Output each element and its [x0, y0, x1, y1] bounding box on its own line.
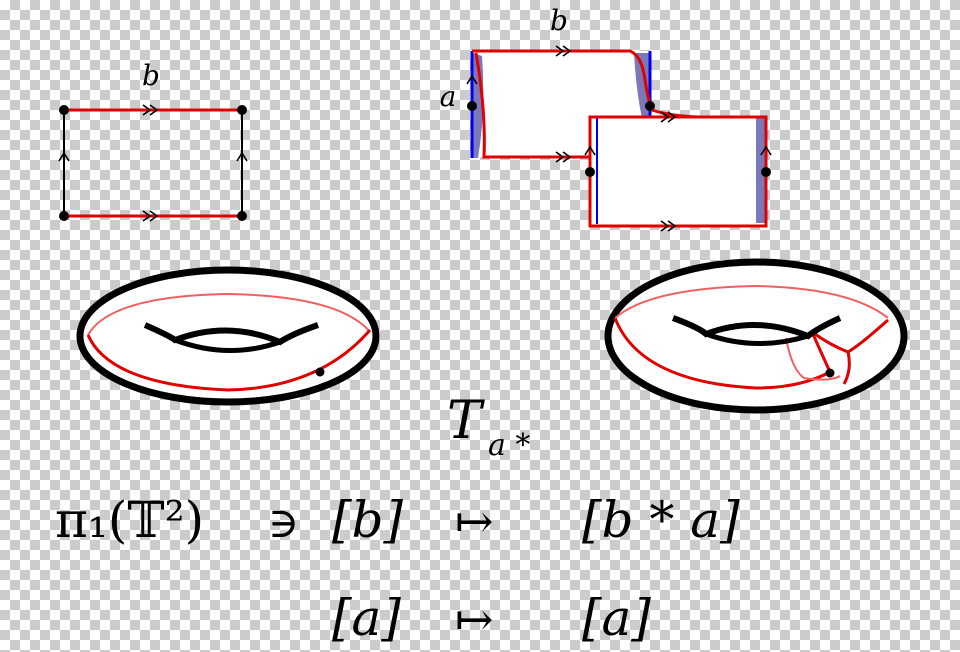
curve-b-back [614, 284, 889, 319]
curve-b-square-2 [588, 115, 768, 228]
base-point-dot [315, 367, 325, 377]
map-symbol-T: T [447, 391, 485, 451]
formula-line-1: π₁(𝕋²) ∋ [b] ↦ [b * a] [55, 491, 740, 549]
double-arrow-bottom-icon [555, 151, 572, 163]
class-a-image: [a] [582, 589, 651, 647]
label-a: a [440, 80, 457, 113]
class-b: [b] [332, 491, 404, 549]
corner-dot [59, 105, 69, 115]
vertex-dot [761, 167, 771, 177]
base-point-dot [825, 368, 835, 378]
arrow-right-edge-icon [236, 151, 248, 162]
curve-b-back [87, 292, 371, 336]
label-b: b [550, 4, 568, 37]
vertex-dot [467, 101, 477, 111]
double-arrow-icon [660, 220, 677, 232]
arrow-a-icon [584, 145, 596, 156]
arrow-left-edge-icon [58, 151, 70, 162]
corner-dot [237, 105, 247, 115]
torus-hole-top [671, 315, 842, 340]
double-arrow-bottom-icon [142, 210, 159, 222]
map-label: T a * [447, 391, 530, 463]
left-torus [76, 266, 380, 406]
torus-hole-bottom [705, 331, 809, 347]
double-arrow-icon [660, 111, 677, 123]
corner-dot [237, 211, 247, 221]
twist-curve-front [811, 318, 889, 385]
map-subscript: a * [488, 428, 530, 463]
torus-hole-top [143, 322, 319, 346]
class-a: [a] [332, 589, 401, 647]
element-of-symbol: ∋ [268, 498, 299, 547]
right-torus [604, 258, 908, 414]
corner-dot [59, 211, 69, 221]
double-arrow-top-icon [555, 45, 572, 57]
twist-strip-square-2 [756, 117, 766, 223]
label-b: b [142, 59, 160, 92]
class-b-star-a: [b * a] [582, 491, 740, 549]
double-arrow-top-icon [142, 104, 159, 116]
square-2-fill [590, 117, 766, 225]
curve-b-bottom [474, 52, 590, 159]
right-fundamental-squares: b a [440, 4, 772, 232]
maps-to-arrow: ↦ [455, 592, 494, 646]
maps-to-arrow: ↦ [455, 494, 494, 548]
arrow-a-icon [760, 145, 772, 156]
curve-b-front [86, 329, 372, 392]
formula-line-2: [a] ↦ [a] [332, 589, 651, 647]
twist-strip-right [634, 53, 650, 118]
torus-hole-bottom [174, 337, 281, 354]
twist-curve-back [785, 337, 841, 381]
left-fundamental-square: b [58, 59, 248, 222]
curve-b-front [613, 317, 832, 390]
fundamental-group: π₁(𝕋²) [55, 491, 204, 549]
torus-outline [76, 266, 380, 406]
vertex-dot [585, 167, 595, 177]
arrow-a-icon [466, 74, 478, 85]
vertex-dot [645, 101, 655, 111]
